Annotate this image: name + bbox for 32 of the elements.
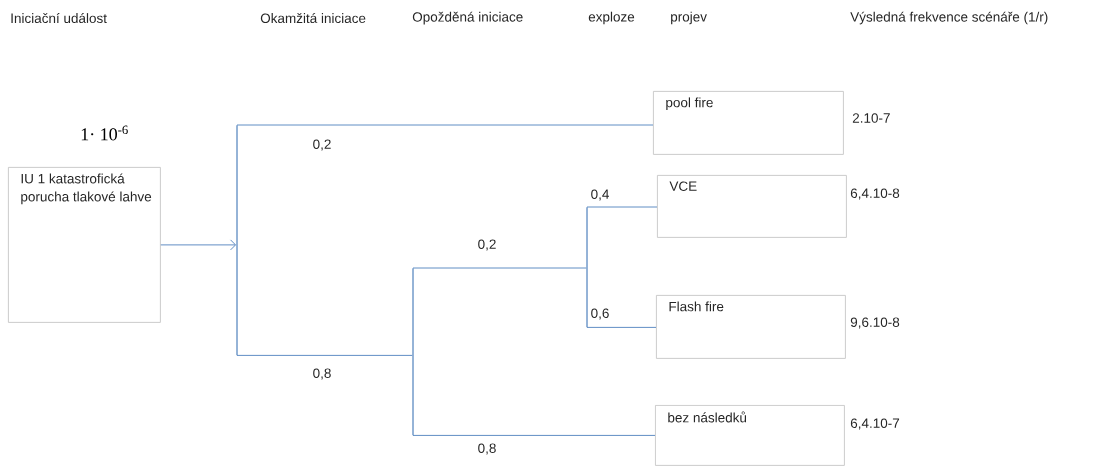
column-header: projev	[671, 11, 707, 25]
event-box: IU 1 katastrofická porucha tlakové lahve	[8, 167, 161, 323]
branch-connector	[586, 206, 658, 208]
arrow	[160, 239, 236, 251]
column-header: Opožděná iniciace	[412, 11, 523, 25]
edge-label: 0,6	[589, 307, 611, 321]
branch-connector	[236, 354, 413, 356]
branch-connector	[586, 326, 657, 328]
edge-label: 0,2	[476, 238, 498, 252]
initial-frequency: 1· 10$^{-6}$	[81, 125, 128, 141]
event-box: pool fire	[653, 91, 844, 155]
event-box: bez následků	[655, 405, 845, 466]
frequency-value: 6,4.10-7	[850, 418, 900, 430]
column-header: Výsledná frekvence scénáře (1/r)	[850, 11, 1048, 25]
column-header: Iniciační událost	[11, 12, 107, 24]
column-header: Okamžitá iniciace	[260, 12, 366, 24]
event-box: VCE	[657, 175, 847, 238]
branch-line	[412, 268, 414, 436]
branch-connector	[412, 267, 587, 269]
branch-line	[586, 207, 588, 328]
edge-label: 0,4	[589, 188, 611, 202]
edge-label: 0,8	[476, 442, 498, 456]
frequency-value: 9,6.10-8	[850, 317, 900, 329]
branch-line	[236, 125, 238, 356]
edge-label: 0,8	[311, 367, 333, 381]
frequency-value: 2.10-7	[852, 113, 890, 123]
branch-connector	[236, 124, 654, 126]
event-box: Flash fire	[656, 295, 846, 359]
branch-connector	[412, 434, 656, 436]
column-header: exploze	[588, 11, 635, 25]
frequency-value: 6,4.10-8	[850, 188, 900, 200]
edge-label: 0,2	[311, 138, 333, 152]
